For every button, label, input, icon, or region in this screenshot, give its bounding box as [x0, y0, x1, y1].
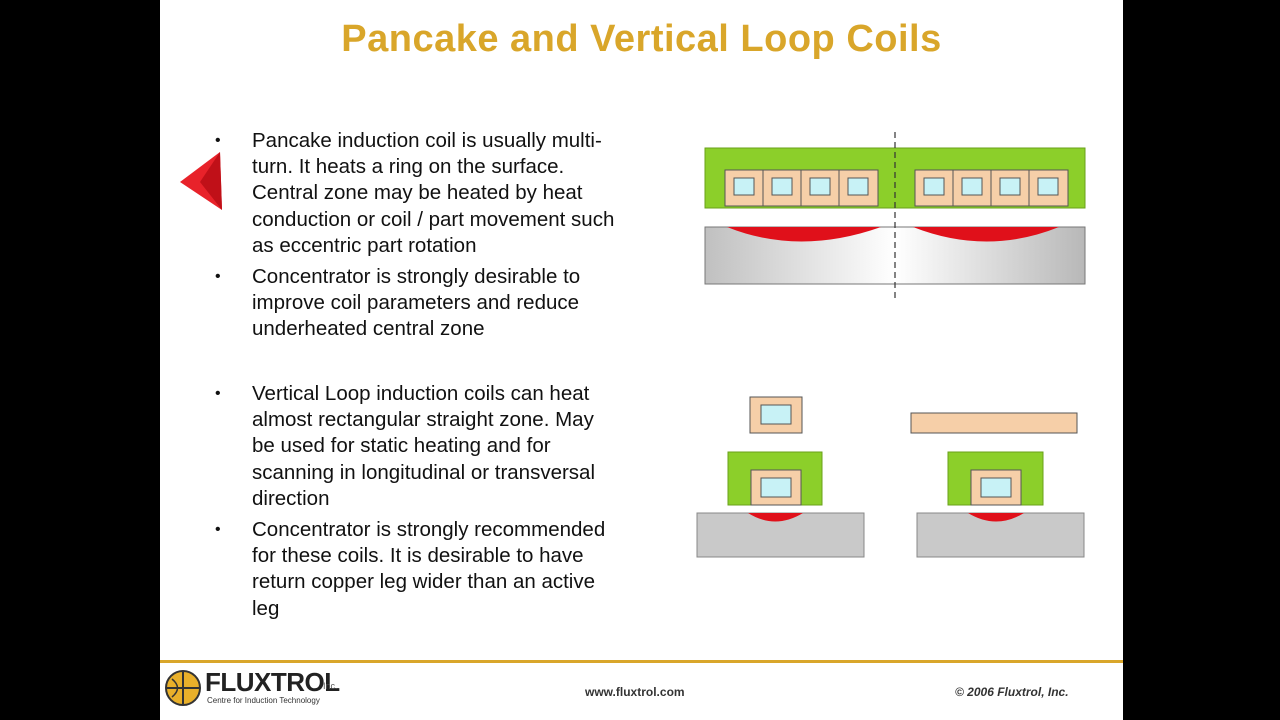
bullet-dot: • [215, 132, 221, 149]
bullet-line: leg [252, 596, 280, 620]
bullet-line: direction [252, 486, 330, 510]
footer-rule [160, 660, 1123, 663]
bullet-line: almost rectangular straight zone. May [252, 408, 594, 432]
slide: Pancake and Vertical Loop Coils • Pancak… [160, 0, 1123, 720]
logo-tagline: Centre for Induction Technology [207, 696, 320, 705]
logo-name: FLUXTROL [205, 667, 340, 697]
bullet-line: underheated central zone [252, 317, 485, 341]
pointer-arrow-icon [180, 152, 222, 210]
bullet-line: turn. It heats a ring on the surface. [252, 155, 565, 179]
heated-zone-right [913, 227, 1059, 242]
vertical-loop-coil-diagram-right [910, 412, 1085, 558]
bullet-item: • Concentrator is strongly recommended f… [215, 517, 606, 622]
bullet-line: be used for static heating and for [252, 434, 551, 458]
logo-inc: Inc. [323, 681, 338, 691]
footer-url: www.fluxtrol.com [585, 685, 685, 699]
bullet-line: for these coils. It is desirable to have [252, 544, 584, 568]
bullet-line: Vertical Loop induction coils can heat [252, 382, 590, 405]
footer-copyright: © 2006 Fluxtrol, Inc. [955, 685, 1069, 699]
bullet-line: Central zone may be heated by heat [252, 181, 583, 205]
bullet-dot: • [215, 521, 221, 538]
fluxtrol-logo: FLUXTROL Inc. Centre for Induction Techn… [164, 667, 344, 711]
vertical-loop-coil-diagram-left [696, 396, 865, 558]
bullet-line: Concentrator is strongly desirable to [252, 265, 581, 288]
pancake-coil-diagram [704, 132, 1086, 298]
bullet-item: • Pancake induction coil is usually mult… [215, 128, 615, 259]
bullet-line: conduction or coil / part movement such [252, 207, 615, 231]
bullet-line: Pancake induction coil is usually multi- [252, 129, 602, 152]
bullet-item: • Vertical Loop induction coils can heat… [215, 381, 596, 512]
bullet-line: scanning in longitudinal or transversal [252, 460, 596, 484]
heated-zone-left [727, 227, 881, 242]
bullet-line: improve coil parameters and reduce [252, 291, 580, 315]
bullet-dot: • [215, 385, 221, 402]
bullet-dot: • [215, 268, 221, 285]
bullet-line: as eccentric part rotation [252, 233, 477, 257]
fluxtrol-logo-icon [165, 670, 201, 706]
slide-title: Pancake and Vertical Loop Coils [341, 18, 942, 60]
bullet-item: • Concentrator is strongly desirable to … [215, 264, 581, 343]
bullet-line: Concentrator is strongly recommended [252, 518, 606, 541]
bullet-line: return copper leg wider than an active [252, 570, 596, 594]
